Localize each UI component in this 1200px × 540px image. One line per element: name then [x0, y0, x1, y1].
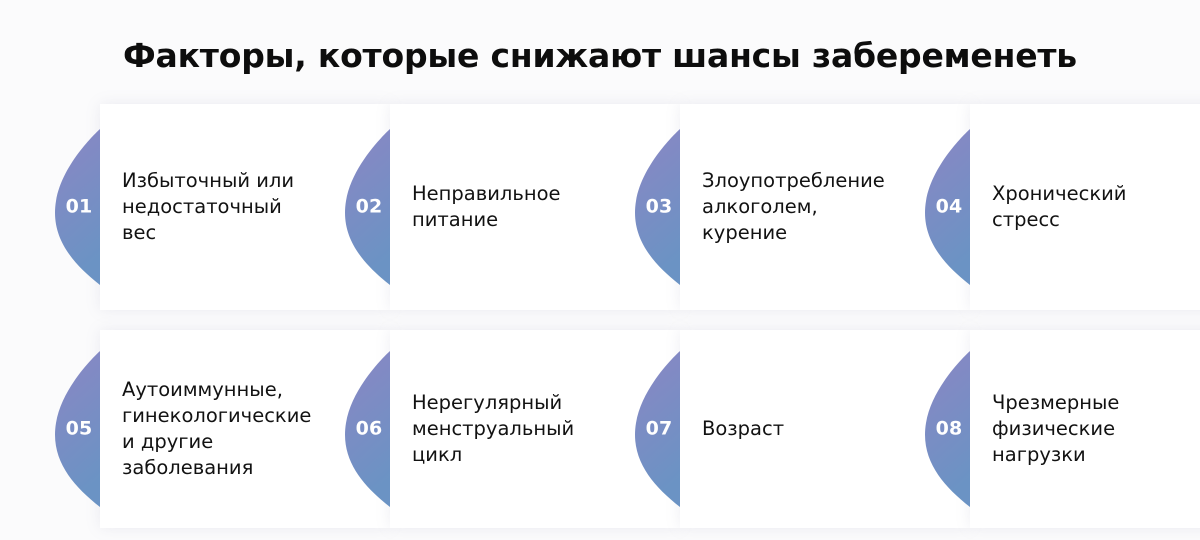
- step-number: 04: [935, 195, 963, 218]
- factor-text: Избыточный или недостаточный вес: [122, 168, 295, 245]
- step-badge: 02: [342, 129, 390, 285]
- factor-card[interactable]: 06 Нерегулярный менструальный цикл: [345, 330, 680, 528]
- factor-text: Хронический стресс: [992, 181, 1127, 231]
- factor-card[interactable]: 05 Аутоиммунные, гинекологические и друг…: [55, 330, 390, 528]
- step-badge: 01: [52, 129, 100, 285]
- step-badge: 06: [342, 351, 390, 507]
- step-number: 05: [65, 417, 93, 440]
- leaf-badge-shape: [345, 351, 390, 507]
- factor-text: Неправильное питание: [412, 181, 561, 231]
- step-badge: 07: [632, 351, 680, 507]
- step-number: 08: [935, 417, 963, 440]
- leaf-badge-shape: [345, 129, 390, 285]
- factor-card[interactable]: 08 Чрезмерные физические нагрузки: [925, 330, 1200, 528]
- factor-text: Нерегулярный менструальный цикл: [412, 390, 575, 467]
- leaf-badge-shape: [925, 129, 970, 285]
- step-badge: 05: [52, 351, 100, 507]
- factor-text: Аутоиммунные, гинекологические и другие …: [122, 377, 312, 480]
- leaf-badge-shape: [55, 129, 100, 285]
- factors-grid: 01 Избыточный или недостаточный вес 02 Н…: [0, 104, 1200, 528]
- step-number: 03: [645, 195, 673, 218]
- factor-card[interactable]: 01 Избыточный или недостаточный вес: [55, 104, 390, 310]
- page-title: Факторы, которые снижают шансы заберемен…: [123, 36, 1077, 75]
- leaf-badge-shape: [635, 351, 680, 507]
- factor-card[interactable]: 02 Неправильное питание: [345, 104, 680, 310]
- leaf-badge-shape: [55, 351, 100, 507]
- factor-card[interactable]: 07 Возраст: [635, 330, 970, 528]
- leaf-badge-shape: [925, 351, 970, 507]
- factor-card[interactable]: 03 Злоупотребление алкоголем, курение: [635, 104, 970, 310]
- factor-text: Злоупотребление алкоголем, курение: [702, 168, 885, 245]
- step-badge: 04: [922, 129, 970, 285]
- step-badge: 08: [922, 351, 970, 507]
- step-number: 06: [355, 417, 383, 440]
- factor-text: Чрезмерные физические нагрузки: [992, 390, 1120, 467]
- leaf-badge-shape: [635, 129, 680, 285]
- factor-card[interactable]: 04 Хронический стресс: [925, 104, 1200, 310]
- step-badge: 03: [632, 129, 680, 285]
- step-number: 07: [645, 417, 673, 440]
- step-number: 02: [355, 195, 383, 218]
- factor-text: Возраст: [702, 416, 785, 440]
- step-number: 01: [65, 195, 93, 218]
